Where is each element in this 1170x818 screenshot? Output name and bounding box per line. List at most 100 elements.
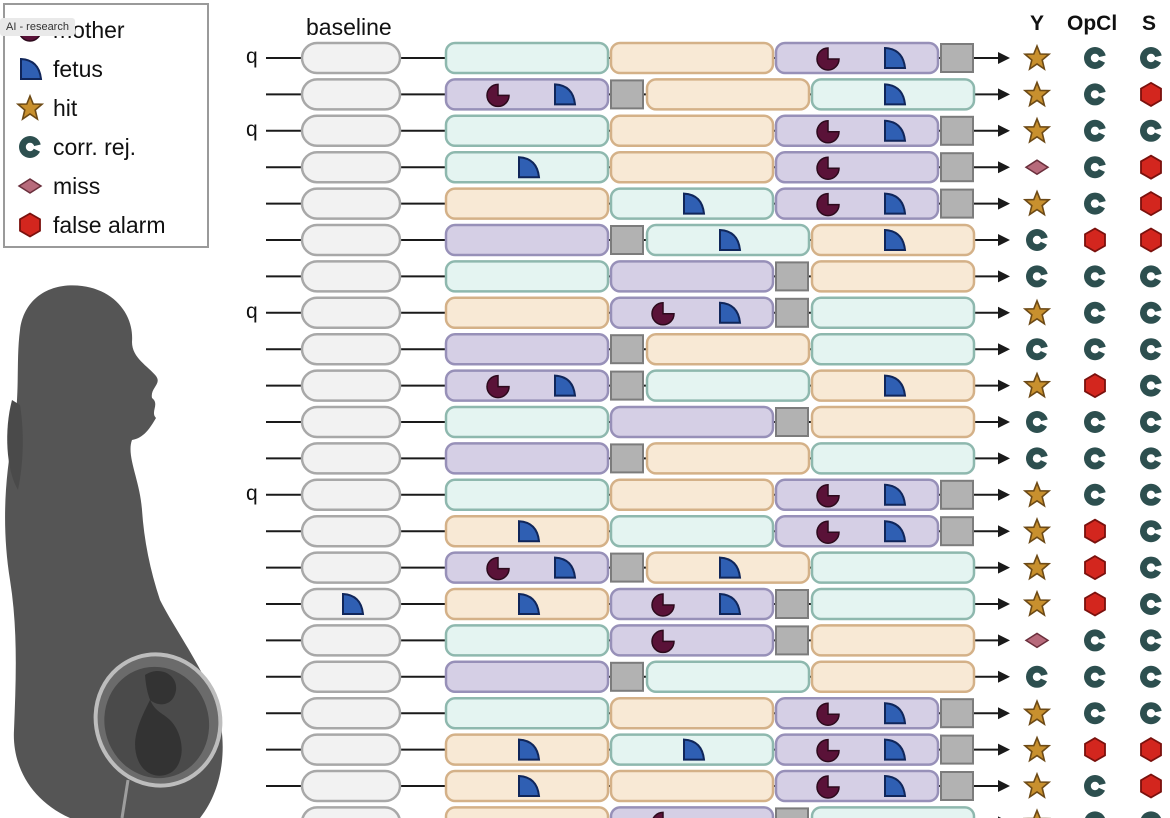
gap-block <box>940 698 974 729</box>
baseline-segment <box>300 332 402 366</box>
false-alarm-hexagon-icon <box>1140 191 1162 217</box>
fetus-icon <box>518 156 541 179</box>
segment-teal <box>444 260 610 293</box>
corr-rej-icon <box>1140 301 1164 324</box>
segment-purple <box>609 587 775 621</box>
mother-icon <box>816 738 840 763</box>
hit-star-icon <box>1022 189 1052 217</box>
fetus-icon <box>719 592 742 615</box>
gap-block <box>940 43 974 73</box>
segment-tan <box>609 41 775 75</box>
legend-label-miss: miss <box>53 172 101 199</box>
segment-teal <box>444 624 610 657</box>
gap-block <box>940 188 974 219</box>
segment-teal <box>810 442 976 475</box>
trial-row <box>266 369 1164 402</box>
miss-diamond-icon <box>17 178 43 194</box>
baseline-segment <box>300 78 402 111</box>
segment-purple <box>444 223 610 257</box>
segment-purple <box>444 369 610 402</box>
baseline-segment <box>300 187 402 220</box>
trial-row <box>266 442 1164 475</box>
trial-row <box>266 624 1164 657</box>
gap-block <box>775 297 809 328</box>
fetus-icon <box>683 192 706 215</box>
segment-purple <box>774 187 940 220</box>
baseline-segment <box>300 733 402 766</box>
corr-rej-icon <box>1140 47 1164 69</box>
corr-rej-icon <box>1084 156 1108 179</box>
baseline-segment <box>300 769 402 803</box>
corr-rej-icon <box>1084 775 1108 797</box>
hit-star-icon <box>1022 699 1052 727</box>
ai-research-tag: AI - research <box>0 18 75 36</box>
baseline-segment <box>300 41 402 75</box>
segment-purple <box>444 442 610 475</box>
arrow-head <box>998 270 1010 283</box>
gap-block <box>775 625 809 656</box>
trial-row <box>266 551 1164 584</box>
segment-purple <box>609 296 775 330</box>
corr-rej-icon <box>1084 83 1108 106</box>
fetus-icon <box>884 702 907 725</box>
arrow-head <box>998 670 1010 683</box>
arrow-head <box>998 452 1010 465</box>
arrow-head <box>998 780 1010 792</box>
segment-teal <box>810 296 976 330</box>
segment-purple <box>609 260 775 293</box>
fetus-icon <box>518 592 541 615</box>
trial-row <box>266 41 1164 75</box>
hit-star-icon <box>1022 480 1052 508</box>
fetus-icon <box>518 738 541 761</box>
fetus-icon <box>884 520 907 543</box>
fetus-icon <box>719 301 742 324</box>
mother-icon <box>652 811 664 818</box>
baseline-segment <box>300 296 402 330</box>
false-alarm-hexagon-icon <box>1140 773 1162 799</box>
miss-diamond-icon <box>1024 159 1050 176</box>
segment-tan <box>609 478 775 512</box>
trial-row <box>266 150 1162 184</box>
legend: mother fetus hit corr. rej. miss false a… <box>3 3 209 248</box>
hit-star-icon <box>1022 298 1052 326</box>
corr-rej-icon <box>1084 338 1108 361</box>
false-alarm-hexagon-icon <box>1084 591 1106 617</box>
mother-icon <box>816 192 840 217</box>
mother-icon <box>816 484 840 508</box>
trial-row <box>266 187 1162 220</box>
corr-rej-icon <box>1084 665 1108 688</box>
segment-tan <box>810 405 976 439</box>
segment-tan <box>810 624 976 657</box>
fetus-icon <box>683 738 706 761</box>
arrow-head <box>998 707 1010 720</box>
segment-purple <box>444 332 610 366</box>
corr-rej-icon <box>1084 483 1108 506</box>
gap-block <box>940 479 974 510</box>
legend-label-corr-rej: corr. rej. <box>53 133 137 160</box>
arrow-head <box>998 234 1010 246</box>
gap-block <box>775 261 809 292</box>
segment-tan <box>609 696 775 730</box>
hit-star-icon <box>1022 771 1052 799</box>
segment-tan <box>645 442 811 475</box>
q-label: q <box>246 299 258 323</box>
corr-rej-icon <box>1084 447 1108 470</box>
segment-tan <box>810 260 976 293</box>
gap-block <box>610 79 644 110</box>
corr-rej-icon <box>1140 483 1164 506</box>
hit-star-icon <box>15 93 45 121</box>
gap-block <box>775 589 809 619</box>
segment-tan <box>645 332 811 366</box>
fetus-icon <box>884 192 907 215</box>
corr-rej-icon <box>1140 665 1164 688</box>
legend-item-hit: hit <box>15 93 77 123</box>
arrow-head <box>998 343 1010 356</box>
baseline-segment <box>300 405 402 439</box>
segment-tan <box>645 78 811 111</box>
legend-item-fetus: fetus <box>15 54 103 84</box>
column-header-s: S <box>1142 12 1157 35</box>
baseline-segment <box>300 624 402 657</box>
segment-tan <box>444 806 610 818</box>
arrow-head <box>998 634 1010 647</box>
